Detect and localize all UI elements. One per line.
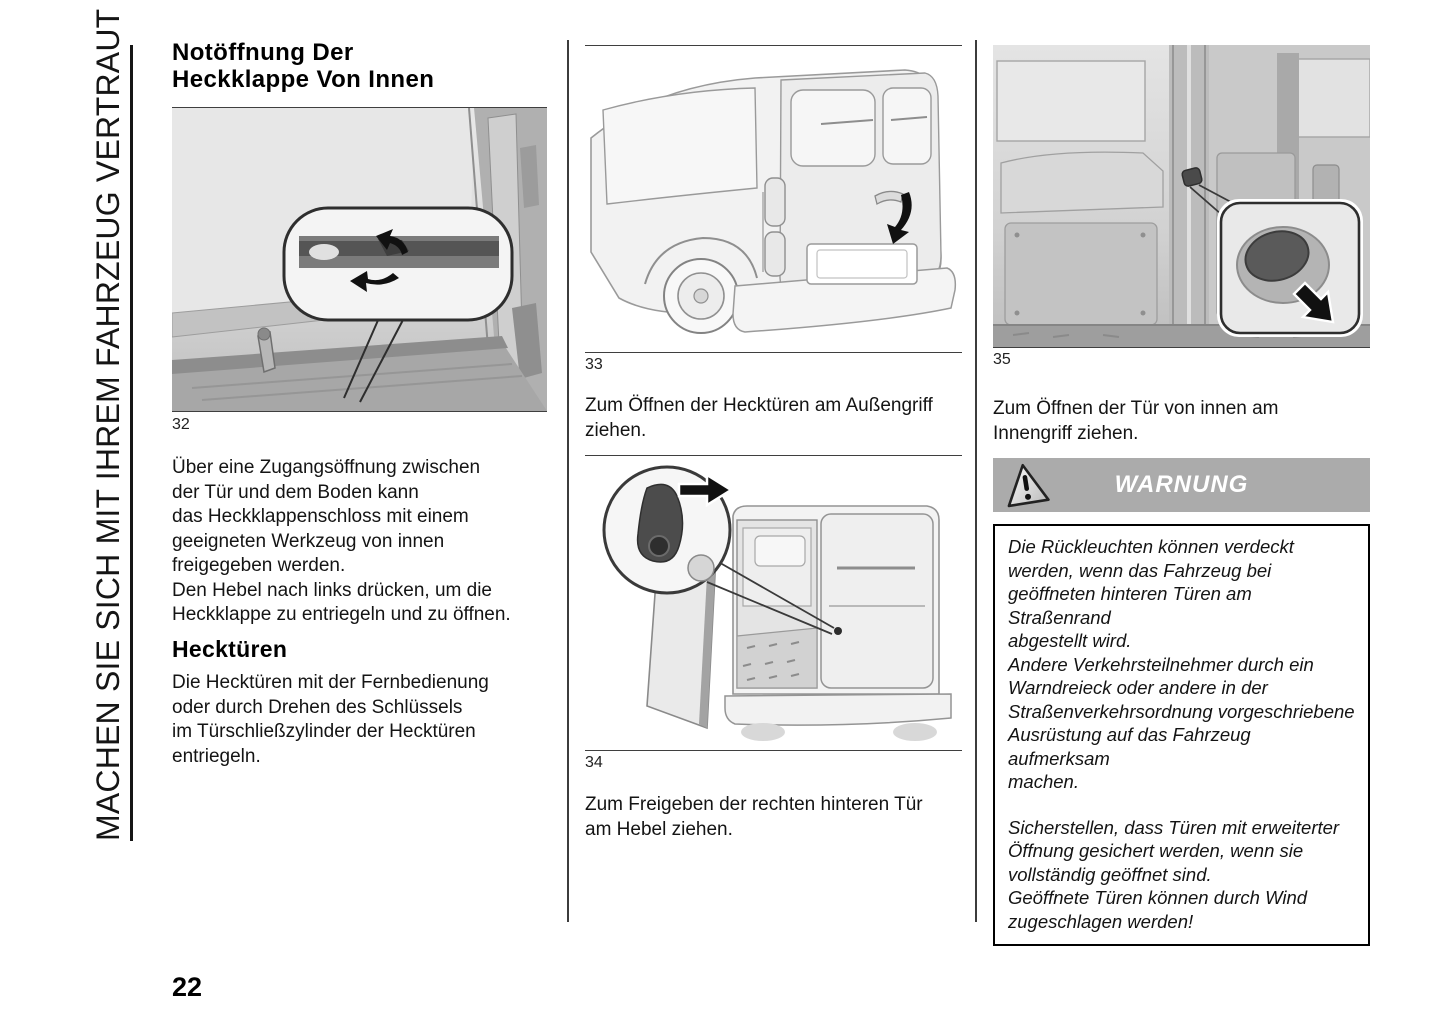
- paragraph-hecktueren: Die Hecktüren mit der Fernbedienung oder…: [172, 672, 489, 767]
- figure-rule: [172, 107, 547, 108]
- callout-leader-lines: [343, 317, 405, 403]
- van-rear-quarter-illustration: [585, 46, 962, 352]
- figure-33-image: [585, 46, 962, 352]
- warning-banner: WARNUNG: [993, 458, 1370, 512]
- magnifier-inset: [602, 465, 734, 595]
- arrow-right-icon: [677, 472, 734, 508]
- tailgate-interior-illustration: [172, 108, 547, 411]
- figure-rule: [585, 455, 962, 456]
- arrow-down-right-icon: [1292, 281, 1335, 324]
- rear-door-lever-illustration: [585, 456, 962, 748]
- page-number: 22: [172, 972, 203, 1002]
- figure-rule: [585, 750, 962, 751]
- chapter-vertical-text: MACHEN SIE SICH MIT IHREM FAHRZEUG VERTR…: [86, 9, 133, 841]
- warning-paragraph-2: Sicherstellen, dass Türen mit erweiterte…: [1008, 816, 1340, 932]
- inner-handle-zoom: [1244, 230, 1310, 282]
- callout-leader-lines: [706, 559, 835, 635]
- figure-32-label: 32: [172, 416, 190, 433]
- figure-32-image: [172, 108, 547, 412]
- arrow-left-icon: [350, 271, 399, 292]
- warning-box: Die Rückleuchten können verdeckt werden,…: [993, 524, 1370, 946]
- figure-35-label: 35: [993, 351, 1011, 368]
- door-handle: [874, 190, 904, 205]
- figure-35-image: [993, 45, 1370, 348]
- inner-handle: [1181, 167, 1203, 187]
- column-separator: [567, 40, 569, 922]
- warning-paragraph-1: Die Rückleuchten können verdeckt werden,…: [1008, 536, 1355, 792]
- column-separator: [975, 40, 977, 922]
- figure-33-caption: Zum Öffnen der Hecktüren am Außengriff z…: [585, 395, 933, 441]
- arrow-down-left-icon: [887, 192, 912, 244]
- figure-34-label: 34: [585, 754, 603, 771]
- warning-banner-title: WARNUNG: [1114, 471, 1249, 498]
- figure-35-caption: Zum Öffnen der Tür von innen am Innengri…: [993, 398, 1279, 444]
- magnifier-inset: [282, 206, 514, 322]
- interior-handle-illustration: [993, 45, 1370, 347]
- figure-33-label: 33: [585, 356, 603, 373]
- page-title: Notöffnung Der Heckklappe Von Innen: [172, 39, 435, 93]
- figure-34-caption: Zum Freigeben der rechten hinteren Tür a…: [585, 794, 923, 840]
- figure-rule: [585, 352, 962, 353]
- figure-34-image: [585, 456, 962, 748]
- section-heading-hecktueren: Hecktüren: [172, 636, 288, 662]
- magnifier-inset: [1217, 199, 1363, 337]
- paragraph-tailgate: Über eine Zugangsöffnung zwischen der Tü…: [172, 457, 511, 625]
- arrow-up-left-icon: [376, 229, 408, 255]
- warning-triangle-icon: [1000, 461, 1052, 516]
- figure-rule: [585, 45, 962, 46]
